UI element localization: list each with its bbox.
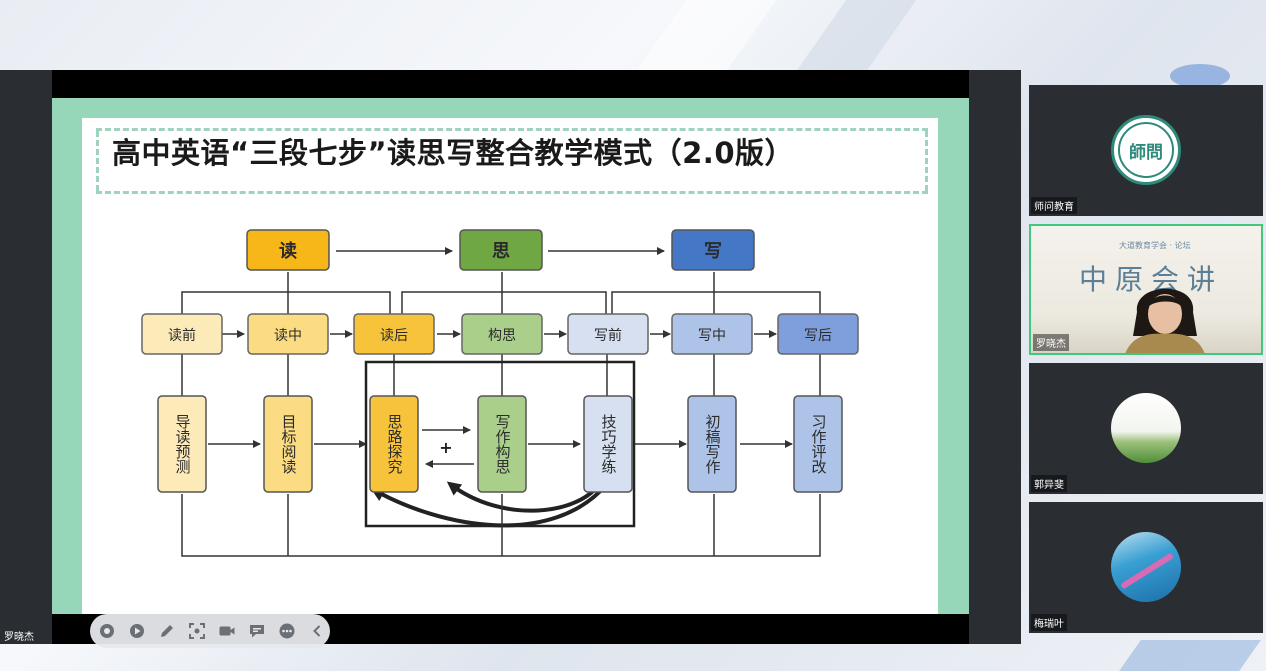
activity-box: 导读预测 <box>157 395 207 493</box>
activity-label: 目标阅读 <box>280 414 298 474</box>
stage-brackets <box>181 272 821 314</box>
slide-title: 高中英语“三段七步”读思写整合教学模式（2.0版） <box>112 136 794 170</box>
teaching-model-diagram: 读 思 写 读前 读中 <box>141 229 859 557</box>
activity-arrows <box>208 426 793 468</box>
speaker-video <box>1125 288 1205 353</box>
participant-name: 郭异斐 <box>1031 475 1067 492</box>
background-stripe <box>1119 640 1261 671</box>
banner-caption: 大道教育学会 · 论坛 <box>1119 241 1191 250</box>
slide-frame: 高中英语“三段七步”读思写整合教学模式（2.0版） <box>52 98 969 648</box>
step-label: 读后 <box>380 327 408 344</box>
bottom-bus <box>181 494 821 557</box>
step-label: 读前 <box>168 327 196 344</box>
participant-tile[interactable]: 師問 师问教育 <box>1029 85 1263 216</box>
activity-box: 目标阅读 <box>263 395 313 493</box>
activity-box: 思路探究 <box>369 395 419 493</box>
step-label: 写前 <box>594 327 622 344</box>
step-label: 读中 <box>274 327 302 344</box>
stage-label: 写 <box>704 241 722 262</box>
participant-name: 梅瑞叶 <box>1031 614 1067 631</box>
step-box: 写前 <box>567 313 649 355</box>
step-box: 构思 <box>461 313 543 355</box>
avatar <box>1111 532 1181 602</box>
slide: 高中英语“三段七步”读思写整合教学模式（2.0版） <box>82 118 938 648</box>
activity-label: 初稿写作 <box>704 414 722 474</box>
background-stripe <box>793 0 917 75</box>
stage-box-think: 思 <box>459 229 543 271</box>
participant-tile-active-speaker[interactable]: 大道教育学会 · 论坛 中原会讲 罗晓杰 <box>1029 224 1263 355</box>
participant-tile[interactable]: 梅瑞叶 <box>1029 502 1263 633</box>
participant-name: 罗晓杰 <box>1033 334 1069 351</box>
stage-box-write: 写 <box>671 229 755 271</box>
logo-text: 師問 <box>1118 122 1174 178</box>
screenshot-icon[interactable] <box>186 620 208 642</box>
step-label: 写后 <box>804 328 832 344</box>
step-box: 读前 <box>141 313 223 355</box>
pen-icon[interactable] <box>156 620 178 642</box>
step-box: 写中 <box>671 313 753 355</box>
participant-tile[interactable]: 郭异斐 <box>1029 363 1263 494</box>
stage-label: 读 <box>279 240 297 262</box>
step-label: 写中 <box>698 328 726 344</box>
camera-icon[interactable] <box>216 620 238 642</box>
activity-label: 习作评改 <box>810 414 828 474</box>
activity-label: 思路探究 <box>386 414 404 475</box>
shared-screen[interactable]: 高中英语“三段七步”读思写整合教学模式（2.0版） <box>52 70 969 648</box>
step-box: 读中 <box>247 313 329 355</box>
activity-label: 写作构思 <box>494 414 512 474</box>
participant-name: 师问教育 <box>1031 197 1077 214</box>
title-box <box>96 128 928 194</box>
more-icon[interactable] <box>276 620 298 642</box>
background-blob <box>1170 64 1230 88</box>
record-icon[interactable] <box>96 620 118 642</box>
avatar <box>1111 393 1181 463</box>
collapse-icon[interactable] <box>306 620 328 642</box>
activity-box: 写作构思 <box>477 395 527 493</box>
stage-label: 思 <box>492 241 510 262</box>
step-box: 写后 <box>777 313 859 355</box>
plus-sign: + <box>439 438 452 457</box>
step-box: 读后 <box>353 313 435 355</box>
activity-label: 技巧学练 <box>600 414 618 474</box>
feedback-arrow <box>370 482 609 528</box>
chat-icon[interactable] <box>246 620 268 642</box>
presenter-strip <box>0 70 52 644</box>
presentation-toolbar <box>90 614 330 648</box>
activity-box: 习作评改 <box>793 395 843 493</box>
activity-box: 初稿写作 <box>687 395 737 493</box>
activity-box: 技巧学练 <box>583 395 633 493</box>
stage-box-read: 读 <box>246 229 330 271</box>
org-logo: 師問 <box>1111 115 1181 185</box>
step-connectors <box>181 354 821 396</box>
step-label: 构思 <box>488 328 516 344</box>
screen-side-strip <box>969 70 1021 644</box>
play-icon[interactable] <box>126 620 148 642</box>
presenter-name: 罗晓杰 <box>4 632 34 643</box>
activity-label: 导读预测 <box>174 414 192 474</box>
background-stripe <box>633 0 777 75</box>
banner-title: 中原会讲 <box>1079 263 1224 296</box>
